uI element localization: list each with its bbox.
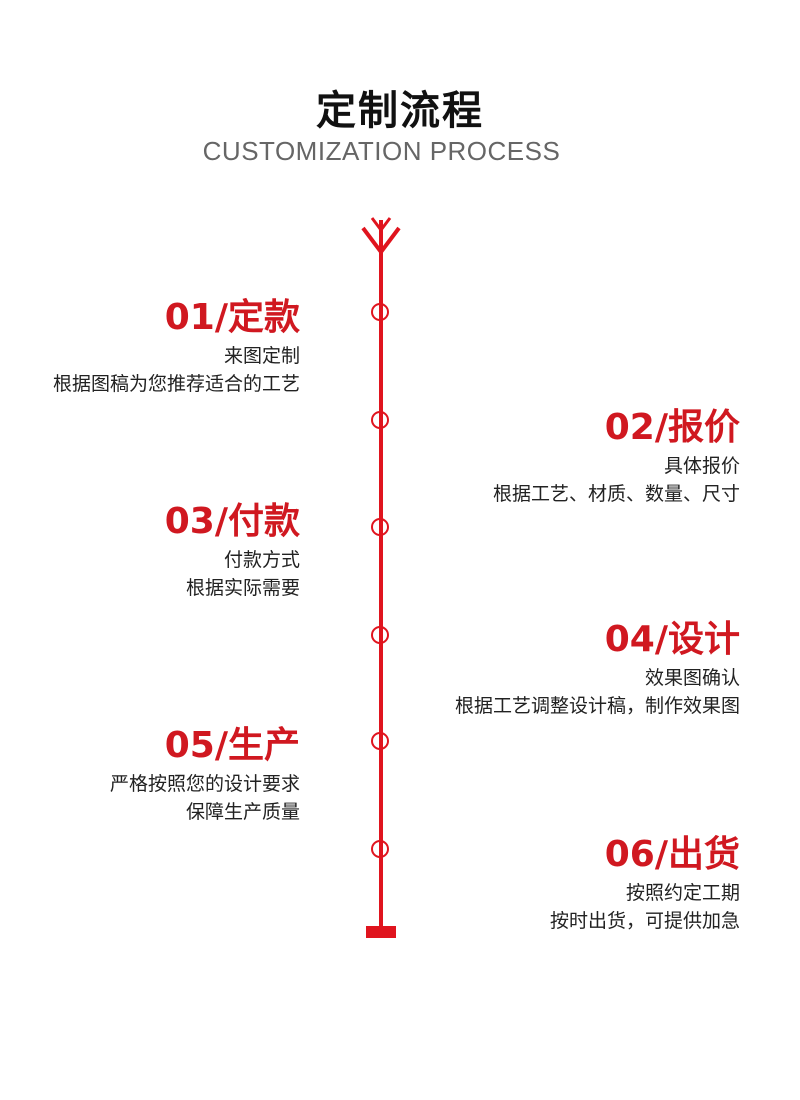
step-04: 04/设计 效果图确认 根据工艺调整设计稿，制作效果图: [405, 620, 740, 720]
step-line: 按照约定工期: [625, 881, 740, 904]
step-06: 06/出货 按照约定工期 按时出货，可提供加急: [405, 835, 740, 935]
step-01: 01/定款 来图定制 根据图稿为您推荐适合的工艺: [53, 298, 300, 398]
arrow-down-icon: [361, 217, 401, 256]
step-line: 保障生产质量: [185, 800, 300, 823]
step-line: 根据图稿为您推荐适合的工艺: [52, 372, 300, 395]
step-title: 02/报价: [604, 407, 740, 448]
timeline-node: [371, 411, 389, 429]
step-line: 来图定制: [223, 344, 300, 367]
timeline-node: [371, 626, 389, 644]
step-line: 根据实际需要: [185, 576, 300, 599]
step-02: 02/报价 具体报价 根据工艺、材质、数量、尺寸: [405, 408, 740, 508]
timeline-node: [371, 732, 389, 750]
step-05: 05/生产 严格按照您的设计要求 保障生产质量: [110, 726, 300, 826]
step-line: 具体报价: [663, 454, 740, 477]
step-line: 效果图确认: [644, 666, 740, 689]
timeline-line: [379, 220, 383, 932]
step-line: 严格按照您的设计要求: [109, 772, 300, 795]
timeline-node: [371, 518, 389, 536]
step-line: 根据工艺调整设计稿，制作效果图: [454, 694, 740, 717]
step-title: 03/付款: [164, 501, 300, 542]
step-line: 根据工艺、材质、数量、尺寸: [492, 482, 740, 505]
timeline-base: [366, 926, 396, 938]
page-title: 定制流程: [316, 88, 484, 134]
step-title: 06/出货: [604, 834, 740, 875]
timeline-node: [371, 303, 389, 321]
page-subtitle: CUSTOMIZATION PROCESS: [202, 136, 561, 166]
step-title: 04/设计: [604, 619, 740, 660]
step-line: 付款方式: [223, 548, 300, 571]
step-title: 05/生产: [164, 725, 300, 766]
timeline-node: [371, 840, 389, 858]
step-03: 03/付款 付款方式 根据实际需要: [165, 502, 300, 602]
step-title: 01/定款: [164, 297, 300, 338]
step-line: 按时出货，可提供加急: [549, 909, 740, 932]
